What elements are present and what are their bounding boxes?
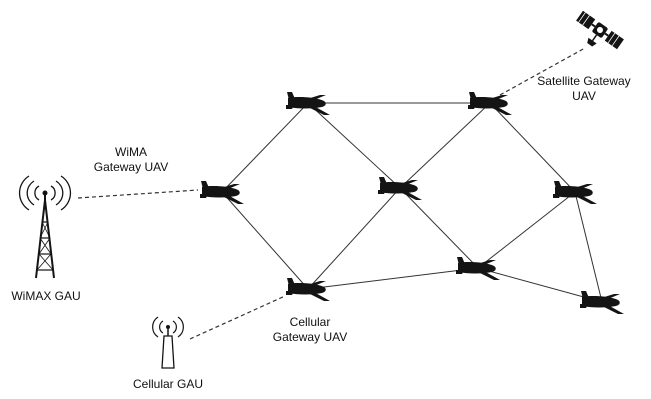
- wimax-gateway-label: WiMA Gateway UAV: [76, 145, 186, 175]
- link-uav-center-uav-mid-lower: [399, 187, 479, 269]
- link-uav-mid-lower-uav-bottom-right: [477, 267, 603, 303]
- cellular-antenna-icon: [152, 316, 184, 369]
- link-uav-center-uav-cellular: [307, 187, 401, 290]
- uav-icon: [456, 257, 500, 280]
- link-satellite-gateway: [499, 47, 586, 96]
- uav-icon: [468, 92, 512, 115]
- link-uav-wimax-uav-cellular: [221, 191, 309, 290]
- link-uav-top-left-uav-wimax: [221, 102, 309, 193]
- cellular-gateway-label-line2: Gateway UAV: [272, 330, 348, 344]
- uav-icon: [378, 177, 422, 200]
- link-uav-cellular-uav-mid-lower: [307, 267, 479, 290]
- wimax-gau-label-text: WiMAX GAU: [11, 289, 81, 303]
- uav-icon: [286, 278, 330, 301]
- link-uav-top-right-uav-center: [399, 102, 491, 189]
- wimax-tower-icon: [18, 175, 72, 279]
- link-uav-right-uav-mid-lower: [477, 191, 576, 269]
- cellular-gau-label: Cellular GAU: [120, 377, 216, 392]
- cellular-gateway-label: Cellular Gateway UAV: [250, 315, 370, 345]
- uav-icon: [200, 181, 244, 204]
- uav-icon: [286, 92, 330, 115]
- satellite-icon: [576, 10, 624, 50]
- link-uav-right-uav-bottom-right: [574, 191, 603, 303]
- uav-icon: [553, 181, 597, 204]
- link-uav-top-left-uav-center: [307, 102, 401, 189]
- link-cellular-gateway: [189, 295, 286, 340]
- wimax-gateway-label-line2: Gateway UAV: [93, 160, 169, 174]
- cellular-gau-label-text: Cellular GAU: [132, 377, 204, 391]
- link-uav-top-right-uav-right: [489, 102, 576, 193]
- satellite-gateway-label-line2: UAV: [572, 89, 596, 103]
- link-wimax-gateway: [77, 189, 199, 199]
- gateway-links: [77, 47, 586, 340]
- mesh-links: [221, 102, 603, 303]
- satellite-gateway-label: Satellite Gateway UAV: [520, 74, 648, 104]
- wimax-gateway-label-line1: WiMA: [115, 145, 147, 159]
- uav-icon: [580, 291, 624, 314]
- cellular-gateway-label-line1: Cellular: [289, 315, 331, 329]
- satellite-gateway-label-line1: Satellite Gateway: [537, 74, 631, 88]
- wimax-gau-label: WiMAX GAU: [0, 289, 92, 304]
